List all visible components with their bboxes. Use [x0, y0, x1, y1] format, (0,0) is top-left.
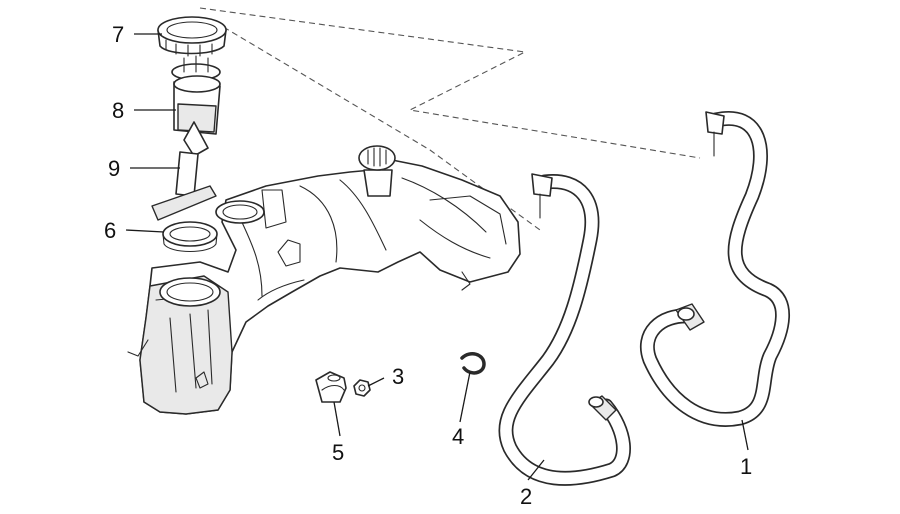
- part-8-fuel-pump: [171, 55, 221, 157]
- leader-lines: [125, 33, 749, 481]
- part-7-ring-nut: [157, 16, 227, 57]
- part-3-nut: [353, 379, 371, 397]
- callout-1: 1: [740, 454, 752, 479]
- callout-3: 3: [392, 364, 404, 389]
- callouts: 7 8 9 6 3 5 4 2 1: [104, 22, 752, 509]
- part-2-hose: [498, 173, 631, 486]
- callout-4: 4: [452, 424, 464, 449]
- callout-5: 5: [332, 440, 344, 465]
- part-4-clip: [460, 352, 486, 375]
- callout-8: 8: [112, 98, 124, 123]
- callout-7: 7: [112, 22, 124, 47]
- part-5-clamp: [315, 371, 347, 403]
- part-6-seal-ring: [162, 221, 218, 253]
- part-9-filter: [151, 151, 217, 221]
- callout-2: 2: [520, 484, 532, 509]
- part-1-hose: [639, 111, 790, 427]
- fuel-tank: [127, 145, 521, 415]
- callout-9: 9: [108, 156, 120, 181]
- callout-6: 6: [104, 218, 116, 243]
